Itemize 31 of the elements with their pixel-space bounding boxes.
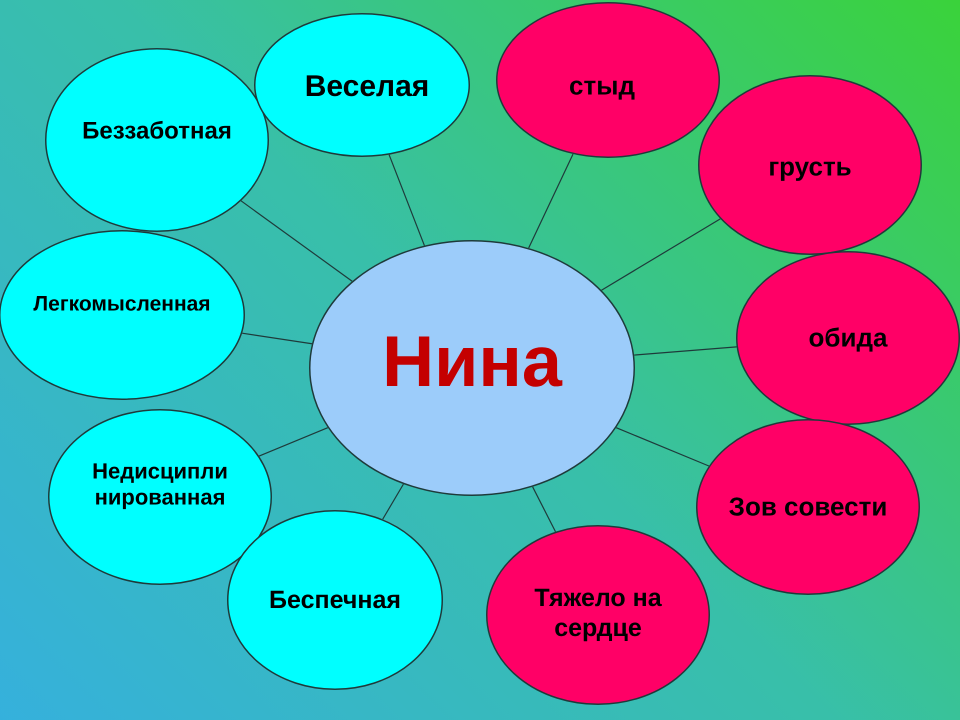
connector-line xyxy=(382,484,404,520)
ellipse-node xyxy=(696,419,920,595)
node-label: стыд xyxy=(568,70,636,102)
node-label: Тяжело на сердце xyxy=(533,583,663,643)
ellipse-node xyxy=(45,48,269,232)
node-label: Недисципли нированная xyxy=(91,458,229,512)
connector-line xyxy=(240,200,352,282)
ellipse-node xyxy=(48,409,272,585)
ellipse-node xyxy=(486,525,710,705)
ellipse-node xyxy=(227,510,443,690)
node-label: Беззаботная xyxy=(81,118,233,146)
node-label: грусть xyxy=(767,151,853,183)
ellipse-node xyxy=(698,75,922,255)
ellipse-node xyxy=(736,251,960,425)
node-label: Веселая xyxy=(304,69,430,105)
connector-line xyxy=(532,486,556,532)
center-title: Нина xyxy=(381,320,564,404)
ellipse-node xyxy=(254,13,470,157)
ellipse-node xyxy=(496,2,720,158)
node-label: обида xyxy=(808,322,889,354)
ellipse-node xyxy=(309,240,635,496)
node-label: Зов совести xyxy=(728,491,888,523)
connector-line xyxy=(258,427,328,457)
connector-line xyxy=(388,154,425,246)
node-label: Беспечная xyxy=(268,585,402,615)
node-label: Легкомысленная xyxy=(32,291,212,317)
connector-line xyxy=(634,346,737,356)
connector-line xyxy=(616,427,710,467)
connector-line xyxy=(601,218,721,291)
connector-line xyxy=(528,154,574,248)
connector-line xyxy=(242,332,312,344)
